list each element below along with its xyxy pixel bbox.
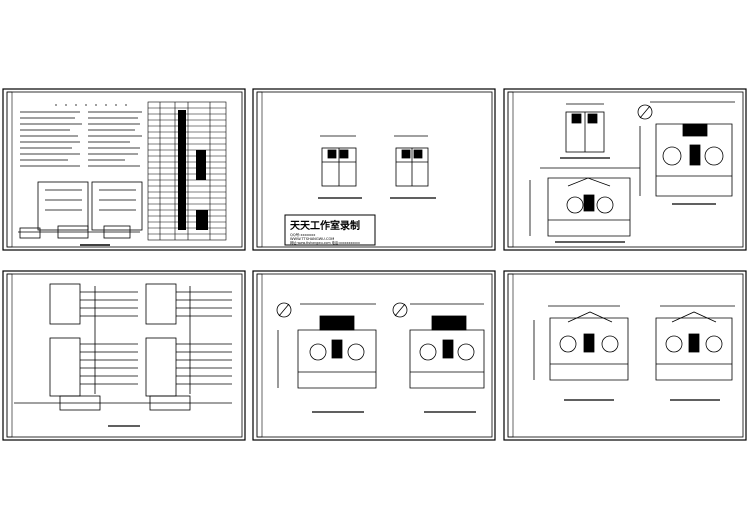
sheet-3[interactable] [503,88,747,251]
floor-plan-right [655,305,735,401]
meter-box-diagram [18,181,143,246]
detail-plan-right [390,135,436,199]
floor-plan-left [533,305,629,401]
sheet-4[interactable] [2,270,246,441]
equipment-schedule-table [147,101,227,241]
sheet-6[interactable] [503,270,747,441]
sheet-2[interactable]: 天天工作室录制 QQ号:xxxxxxx WWW.TTSHANGWU.COM 网址… [252,88,496,251]
svg-text:QQ号:xxxxxxx: QQ号:xxxxxxx [290,232,316,237]
floor-plan-right [409,303,485,413]
svg-text:天天工作室录制: 天天工作室录制 [290,219,360,232]
detail-plan-left [318,135,362,199]
watermark-stamp: 天天工作室录制 QQ号:xxxxxxx WWW.TTSHANGWU.COM 网址… [284,214,376,246]
sheet-5[interactable] [252,270,496,441]
roof-plan-small [560,103,610,159]
north-arrow-right [392,302,408,318]
svg-text:WWW.TTSHANGWU.COM: WWW.TTSHANGWU.COM [290,237,334,241]
sheet-1[interactable] [2,88,246,251]
floor-plan-upper-right [639,101,735,205]
north-arrow-left [276,302,292,318]
north-arrow [637,104,653,120]
floor-plan-lower-left [529,167,640,243]
distribution-diagram-right [108,283,232,427]
distribution-diagram-left [14,283,140,411]
svg-text:网址:www.ttshangwu.com 电话:xxxxx: 网址:www.ttshangwu.com 电话:xxxxxxxxxxx [290,240,360,245]
design-notes-text [20,104,142,167]
floor-plan-left [277,303,377,413]
